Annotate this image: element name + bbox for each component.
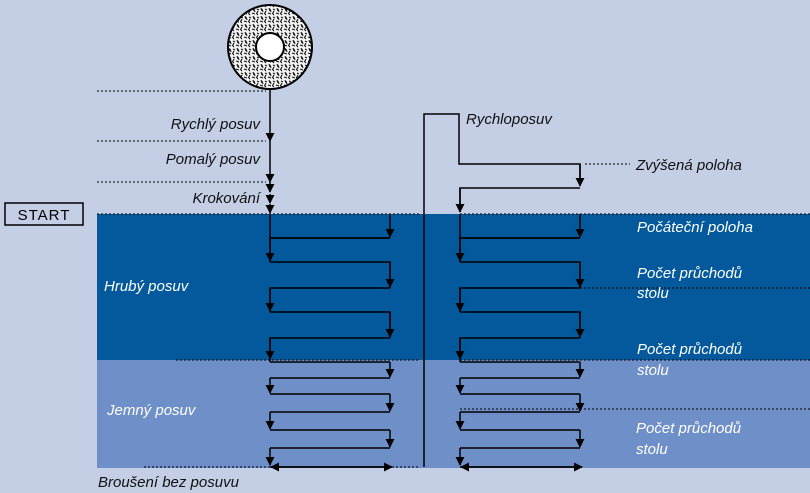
coarse-feed-band xyxy=(97,214,810,360)
label-pocatecni-poloha: Počáteční poloha xyxy=(637,219,753,236)
label-pocet-2-line2: stolu xyxy=(637,362,669,379)
level-lines-bands xyxy=(144,287,810,468)
label-rychly-posuv: Rychlý posuv xyxy=(171,116,262,133)
label-rychloposuv: Rychloposuv xyxy=(466,111,553,128)
fine-feed-band xyxy=(97,360,810,468)
label-pocet-1-line2: stolu xyxy=(637,285,669,302)
level-lines-left xyxy=(97,90,810,215)
label-brouseni: Broušení bez posuvu xyxy=(98,474,240,491)
grinding-wheel-icon xyxy=(227,4,313,90)
start-box xyxy=(4,202,84,226)
rapid-traverse-path xyxy=(423,113,585,467)
start-label: START xyxy=(18,207,71,224)
label-pocet-1-line1: Počet průchodů xyxy=(637,265,743,282)
left-zigzag-path xyxy=(265,214,395,472)
label-zvysena-poloha: Zvýšená poloha xyxy=(635,157,742,174)
right-zigzag-path xyxy=(455,214,585,472)
label-jemny-posuv: Jemný posuv xyxy=(106,402,197,419)
label-pomaly-posuv: Pomalý posuv xyxy=(166,151,262,168)
label-hruby-posuv: Hrubý posuv xyxy=(104,278,190,295)
label-pocet-3-line2: stolu xyxy=(636,441,668,458)
label-pocet-3-line1: Počet průchodů xyxy=(636,420,742,437)
label-krokovani: Krokování xyxy=(192,190,261,207)
label-pocet-2-line1: Počet průchodů xyxy=(637,341,743,358)
